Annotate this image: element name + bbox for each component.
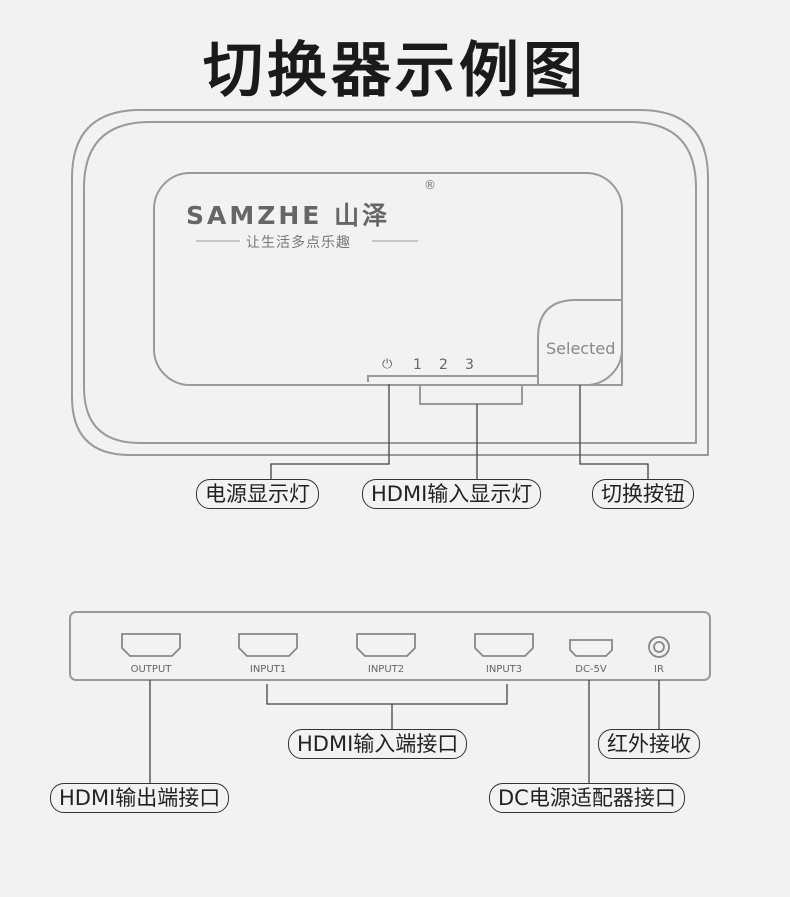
callout-ir-receiver: 红外接收 (598, 729, 700, 759)
callout-hdmi-input-leds: HDMI输入显示灯 (362, 479, 542, 509)
input2-port (356, 633, 416, 657)
output-port (121, 633, 181, 657)
input1-port (238, 633, 298, 657)
port-label-input2: INPUT2 (367, 664, 405, 675)
led-number-1: 1 (413, 357, 422, 373)
button-leader (579, 385, 649, 480)
registered-mark: ® (424, 178, 436, 192)
input3-port (474, 633, 534, 657)
input-bracket (266, 684, 508, 705)
port-label-input1: INPUT1 (249, 664, 287, 675)
switcher-body-outline (71, 109, 709, 456)
ir-receiver (648, 636, 670, 658)
callout-switch-button: 切换按钮 (592, 479, 694, 509)
hdmi-led-bracket (419, 386, 523, 405)
callout-power-led: 电源显示灯 (196, 479, 319, 509)
callout-hdmi-output-port: HDMI输出端接口 (50, 783, 230, 813)
selected-button-label: Selected (546, 339, 616, 358)
dc-5v-port (569, 639, 613, 657)
port-label-input3: INPUT3 (485, 664, 523, 675)
brand-logo: SAMZHE 山泽 (186, 201, 391, 230)
port-label-ir: IR (654, 664, 664, 675)
back-panel (69, 611, 711, 681)
port-label-dc-5v: DC-5V (575, 664, 607, 675)
page-title: 切换器示例图 (203, 36, 587, 106)
switcher-body-inner (83, 121, 697, 444)
brand-slogan: 让生活多点乐趣 (246, 235, 351, 251)
led-number-2: 2 (439, 357, 448, 373)
led-number-3: 3 (465, 357, 474, 373)
power-led-icon: ⏻ (382, 357, 393, 372)
callout-hdmi-input-ports: HDMI输入端接口 (288, 729, 468, 759)
front-face-panel (153, 172, 623, 386)
port-label-output: OUTPUT (130, 664, 172, 675)
led-bar (367, 375, 538, 382)
power-led-leader (270, 384, 390, 480)
callout-dc-power-port: DC电源适配器接口 (489, 783, 685, 813)
